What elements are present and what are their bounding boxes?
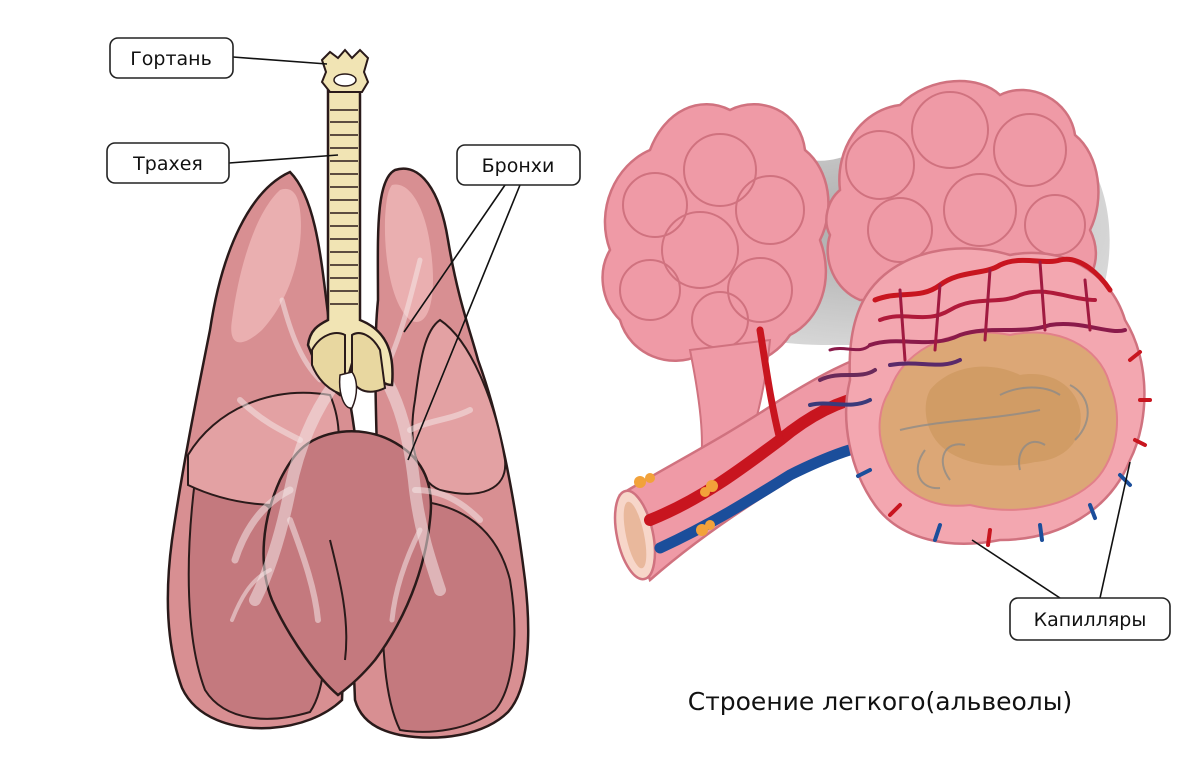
leader-lines bbox=[228, 56, 1131, 599]
label-trachea: Трахея bbox=[106, 142, 230, 184]
label-bronchi-text: Бронхи bbox=[482, 155, 555, 177]
trachea-leader bbox=[228, 154, 339, 164]
heart bbox=[262, 430, 433, 697]
label-larynx-text: Гортань bbox=[130, 48, 212, 70]
left-lung-highlight bbox=[384, 184, 434, 322]
diagram-caption: Строение легкого(альвеолы) bbox=[688, 687, 1072, 716]
alveolar-cluster-left bbox=[601, 103, 830, 471]
label-capillaries: Капилляры bbox=[1009, 597, 1171, 641]
capillaries-leader-2 bbox=[1099, 461, 1131, 599]
larynx-leader bbox=[232, 56, 328, 65]
right-lung-highlight bbox=[231, 188, 301, 343]
label-larynx: Гортань bbox=[109, 37, 234, 79]
bronchial-tree bbox=[230, 257, 483, 623]
airflow-arrows bbox=[899, 384, 1089, 490]
capillaries-leader-1 bbox=[971, 539, 1061, 599]
bronchi-leader-2 bbox=[407, 184, 521, 461]
label-bronchi: Бронхи bbox=[456, 144, 581, 186]
capillary-network bbox=[808, 256, 1152, 547]
alveoli-illustration bbox=[601, 79, 1152, 583]
lungs-illustration bbox=[166, 48, 530, 739]
label-capillaries-text: Капилляры bbox=[1034, 609, 1147, 631]
larynx bbox=[320, 48, 370, 93]
label-trachea-text: Трахея bbox=[132, 153, 203, 175]
alveolar-sac bbox=[808, 247, 1152, 547]
left-lung-upper-lobe bbox=[411, 318, 507, 495]
alveolar-cluster-right bbox=[825, 79, 1100, 302]
bronchi-leader-1 bbox=[403, 184, 506, 333]
